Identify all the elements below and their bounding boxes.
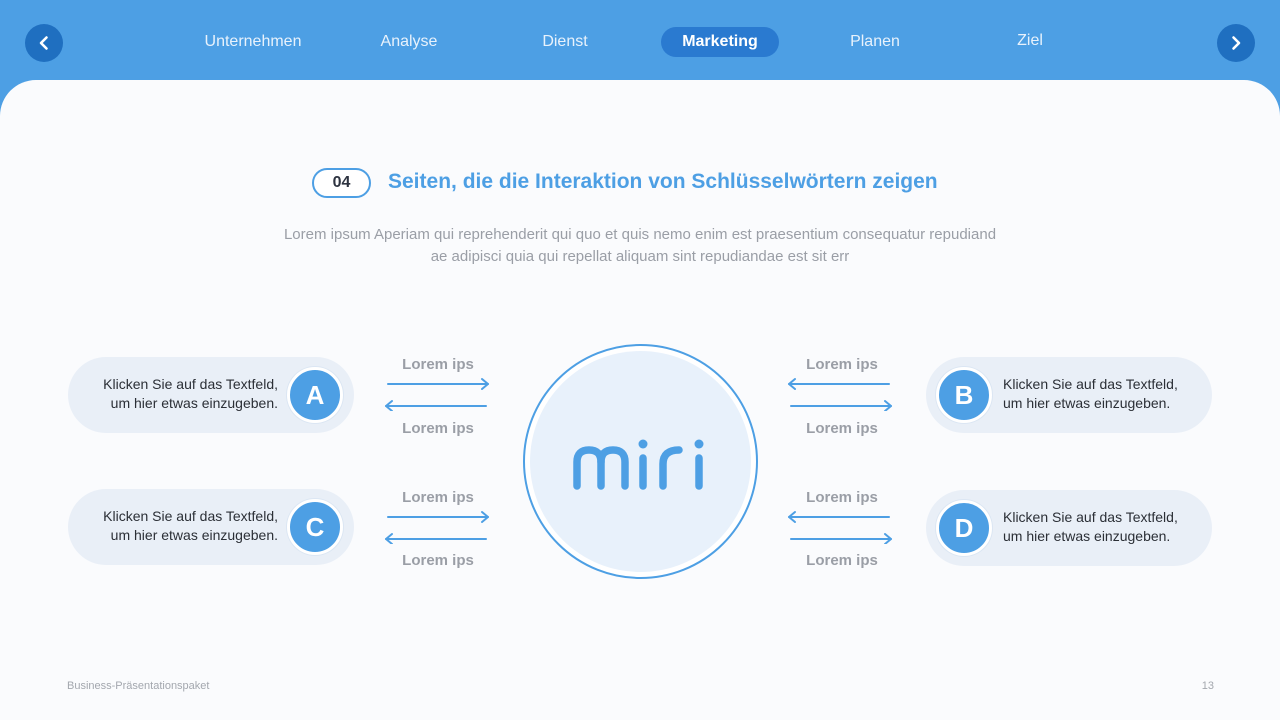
tab-unternehmen[interactable]: Unternehmen	[204, 33, 302, 50]
chevron-left-icon	[39, 36, 48, 50]
item-d-line-2: um hier etwas einzugeben.	[1003, 528, 1171, 544]
connector-d-bottom-label: Lorem ips	[806, 552, 878, 569]
item-a-text[interactable]: Klicken Sie auf das Textfeld, um hier et…	[68, 375, 278, 413]
connector-a-top-label: Lorem ips	[402, 356, 474, 373]
item-d-line-1: Klicken Sie auf das Textfeld,	[1003, 509, 1178, 525]
item-b-line-2: um hier etwas einzugeben.	[1003, 395, 1171, 411]
item-b-line-1: Klicken Sie auf das Textfeld,	[1003, 376, 1178, 392]
connector-c-bottom-label: Lorem ips	[402, 552, 474, 569]
item-a-line-2: um hier etwas einzugeben.	[110, 395, 278, 411]
double-arrow-icon	[788, 378, 892, 411]
item-b-card[interactable]: B Klicken Sie auf das Textfeld, um hier …	[926, 357, 1212, 433]
double-arrow-icon	[385, 378, 489, 411]
description-line-2: ae adipisci quia qui repellat aliquam si…	[430, 248, 850, 265]
connector-c-top-label: Lorem ips	[402, 489, 474, 506]
item-c-card[interactable]: Klicken Sie auf das Textfeld, um hier et…	[68, 489, 354, 565]
connector-d-top-label: Lorem ips	[806, 489, 878, 506]
tab-marketing[interactable]: Marketing	[661, 27, 779, 57]
chevron-right-icon	[1232, 36, 1241, 50]
item-c-line-2: um hier etwas einzugeben.	[110, 527, 278, 543]
connector-b-bottom-label: Lorem ips	[806, 420, 878, 437]
item-a-badge: A	[287, 367, 343, 423]
next-slide-button[interactable]	[1217, 24, 1255, 62]
item-d-card[interactable]: D Klicken Sie auf das Textfeld, um hier …	[926, 490, 1212, 566]
miri-logo	[572, 439, 703, 490]
item-a-card[interactable]: Klicken Sie auf das Textfeld, um hier et…	[68, 357, 354, 433]
tab-planen[interactable]: Planen	[850, 33, 900, 50]
page-number: 13	[1201, 680, 1214, 692]
item-c-badge: C	[287, 499, 343, 555]
item-c-line-1: Klicken Sie auf das Textfeld,	[103, 508, 278, 524]
brand-logo: miri	[530, 351, 751, 572]
item-b-text[interactable]: Klicken Sie auf das Textfeld, um hier et…	[1003, 375, 1203, 413]
tab-ziel[interactable]: Ziel	[1017, 32, 1043, 49]
double-arrow-icon	[385, 511, 489, 544]
section-description: Lorem ipsum Aperiam qui reprehenderit qu…	[240, 224, 1040, 268]
description-line-1: Lorem ipsum Aperiam qui reprehenderit qu…	[283, 226, 997, 243]
double-arrow-icon	[788, 511, 892, 544]
footer-text: Business-Präsentationspaket	[67, 680, 210, 692]
section-title: Seiten, die die Interaktion von Schlüsse…	[388, 170, 938, 193]
item-c-text[interactable]: Klicken Sie auf das Textfeld, um hier et…	[68, 507, 278, 545]
item-d-text[interactable]: Klicken Sie auf das Textfeld, um hier et…	[1003, 508, 1203, 546]
connector-b-top-label: Lorem ips	[806, 356, 878, 373]
prev-slide-button[interactable]	[25, 24, 63, 62]
connector-a-bottom-label: Lorem ips	[402, 420, 474, 437]
item-d-badge: D	[936, 500, 992, 556]
item-b-badge: B	[936, 367, 992, 423]
tab-analyse[interactable]: Analyse	[380, 33, 438, 50]
item-a-line-1: Klicken Sie auf das Textfeld,	[103, 376, 278, 392]
tab-dienst[interactable]: Dienst	[542, 33, 588, 50]
section-number-badge: 04	[312, 168, 371, 198]
